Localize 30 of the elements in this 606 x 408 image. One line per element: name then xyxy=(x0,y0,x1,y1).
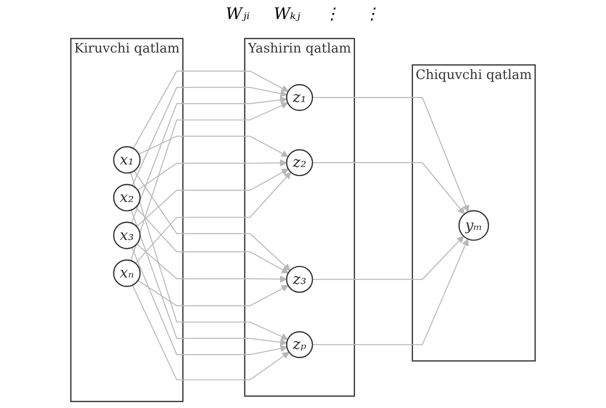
arrow xyxy=(135,206,289,274)
arrow xyxy=(130,210,288,346)
arrow xyxy=(312,238,469,346)
node-circle: z₃ xyxy=(286,266,314,293)
arrow xyxy=(312,97,470,212)
node-circle: x₁ xyxy=(113,146,141,174)
arrow xyxy=(132,70,288,149)
arrow xyxy=(312,162,465,214)
arrow xyxy=(130,172,288,340)
arrow xyxy=(136,244,287,283)
node-circle: xₙ xyxy=(113,259,141,288)
arrow xyxy=(132,86,288,186)
arrow xyxy=(136,168,289,228)
node-circle: x₃ xyxy=(113,222,141,250)
arrow xyxy=(312,236,464,280)
weight-label: ⋮ xyxy=(364,4,380,25)
arrow xyxy=(137,159,287,191)
arrow xyxy=(130,102,288,262)
arrow xyxy=(132,284,290,380)
arrow xyxy=(131,96,288,224)
weight-label: Wₖⱼ xyxy=(274,4,300,25)
node-circle: z₂ xyxy=(286,149,314,176)
arrow xyxy=(131,247,288,356)
arrow xyxy=(138,136,288,157)
arrow xyxy=(137,280,288,306)
node-circle: x₂ xyxy=(113,184,141,212)
weight-label: Wⱼᵢ xyxy=(226,4,250,25)
node-circle: z₁ xyxy=(286,84,314,112)
node-circle: zₚ xyxy=(286,331,314,358)
weight-label: ⋮ xyxy=(324,4,340,25)
